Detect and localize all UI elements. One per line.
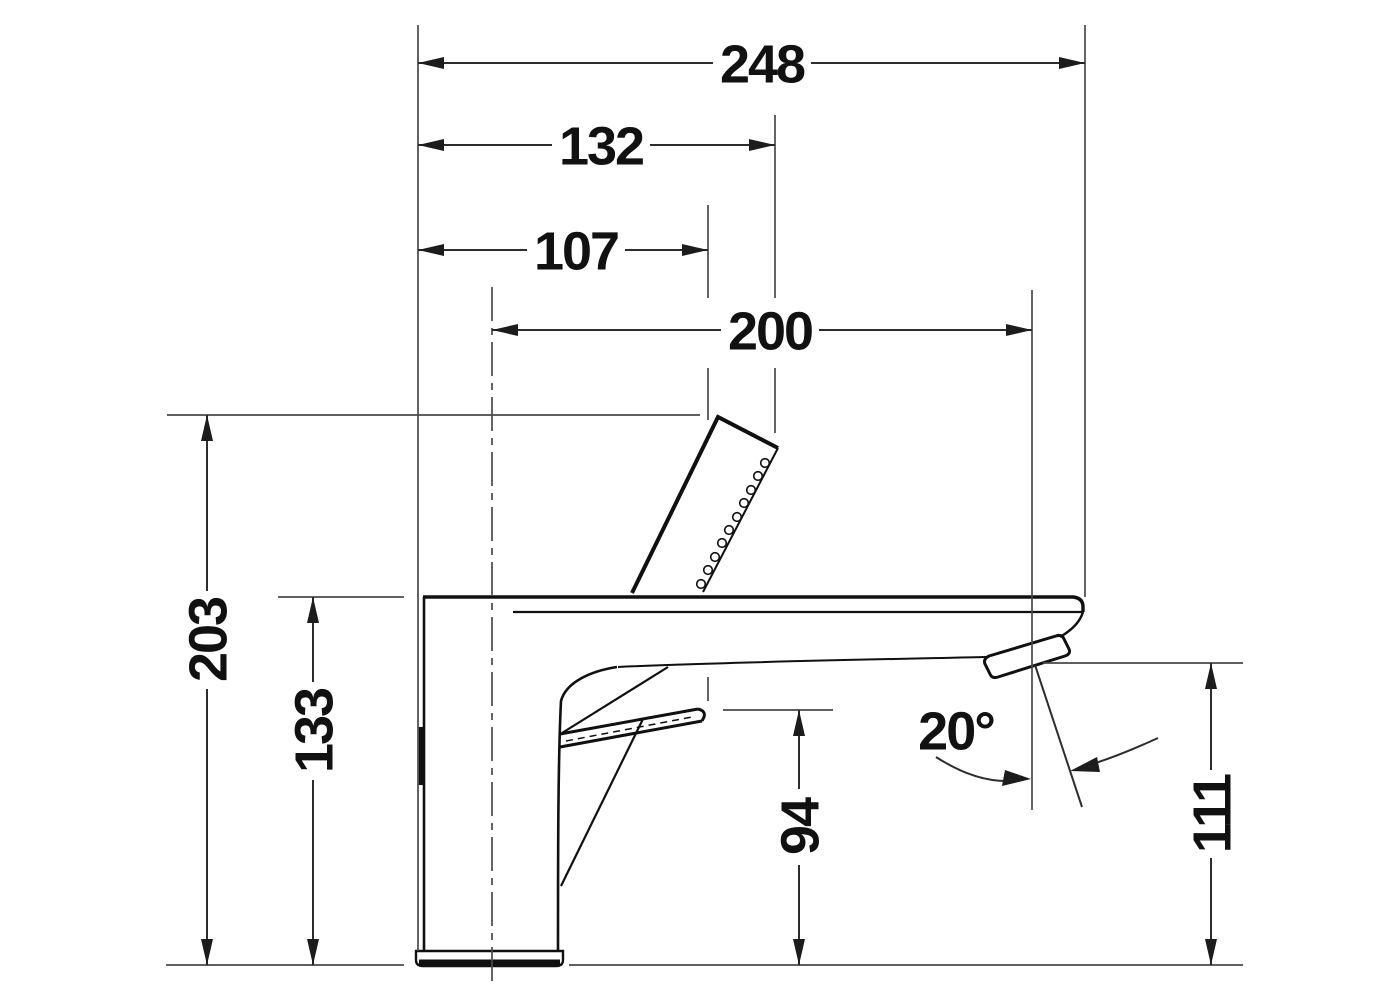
label-20deg: 20° — [906, 701, 1006, 761]
base-plate-outline — [414, 949, 565, 968]
dimension-133 — [307, 597, 319, 965]
lever-hidden-centerline — [565, 716, 693, 742]
lever-tip — [697, 707, 706, 722]
faucet-spout-outlet — [983, 633, 1071, 680]
faucet-deck-top-edge — [423, 595, 1085, 612]
lever-bottom-edge — [559, 719, 703, 749]
dim-203-text: 203 — [178, 597, 238, 682]
label-248: 248 — [713, 34, 811, 94]
dim-111-text: 111 — [1182, 774, 1242, 853]
faucet-deck-outlet-curve — [1059, 611, 1085, 639]
label-107: 107 — [527, 221, 625, 281]
faucet-body-shoulder — [556, 665, 618, 952]
dim-94-text: 94 — [770, 797, 830, 855]
label-132: 132 — [552, 116, 650, 176]
dim-200-text: 200 — [728, 301, 812, 361]
handle-knurling — [695, 457, 771, 590]
dim-133-text: 133 — [284, 688, 344, 773]
dim-248-text: 248 — [720, 34, 805, 94]
label-200: 200 — [721, 301, 819, 361]
handle-raised-position — [630, 414, 779, 594]
dimension-labels: 248 132 107 200 203 133 94 111 — [178, 34, 1242, 865]
label-111: 111 — [1182, 770, 1242, 858]
dimension-203 — [201, 415, 213, 965]
faucet-spout-top-line — [617, 656, 987, 668]
dim-132-text: 132 — [559, 116, 643, 176]
reference-lines — [166, 25, 1243, 983]
lever-top-edge — [559, 707, 699, 736]
label-94: 94 — [770, 789, 830, 865]
angle-arrow-right — [1070, 757, 1100, 772]
lever-closed-position — [559, 707, 706, 749]
angle-arrow-left — [1002, 770, 1031, 786]
label-133: 133 — [284, 682, 344, 780]
angle-slanted-line — [1034, 664, 1083, 808]
faucet-outline — [414, 414, 1085, 968]
dimension-lines — [201, 57, 1217, 965]
angle-annotation — [935, 664, 1159, 808]
faucet-base-plate — [414, 949, 565, 968]
faucet-body-facet-upper — [561, 666, 669, 734]
faucet-body-facet-lower — [560, 718, 644, 887]
dim-107-text: 107 — [534, 221, 618, 281]
label-203: 203 — [178, 591, 238, 689]
dim-20deg-text: 20° — [918, 701, 994, 761]
handle-raised-outline — [630, 414, 779, 594]
